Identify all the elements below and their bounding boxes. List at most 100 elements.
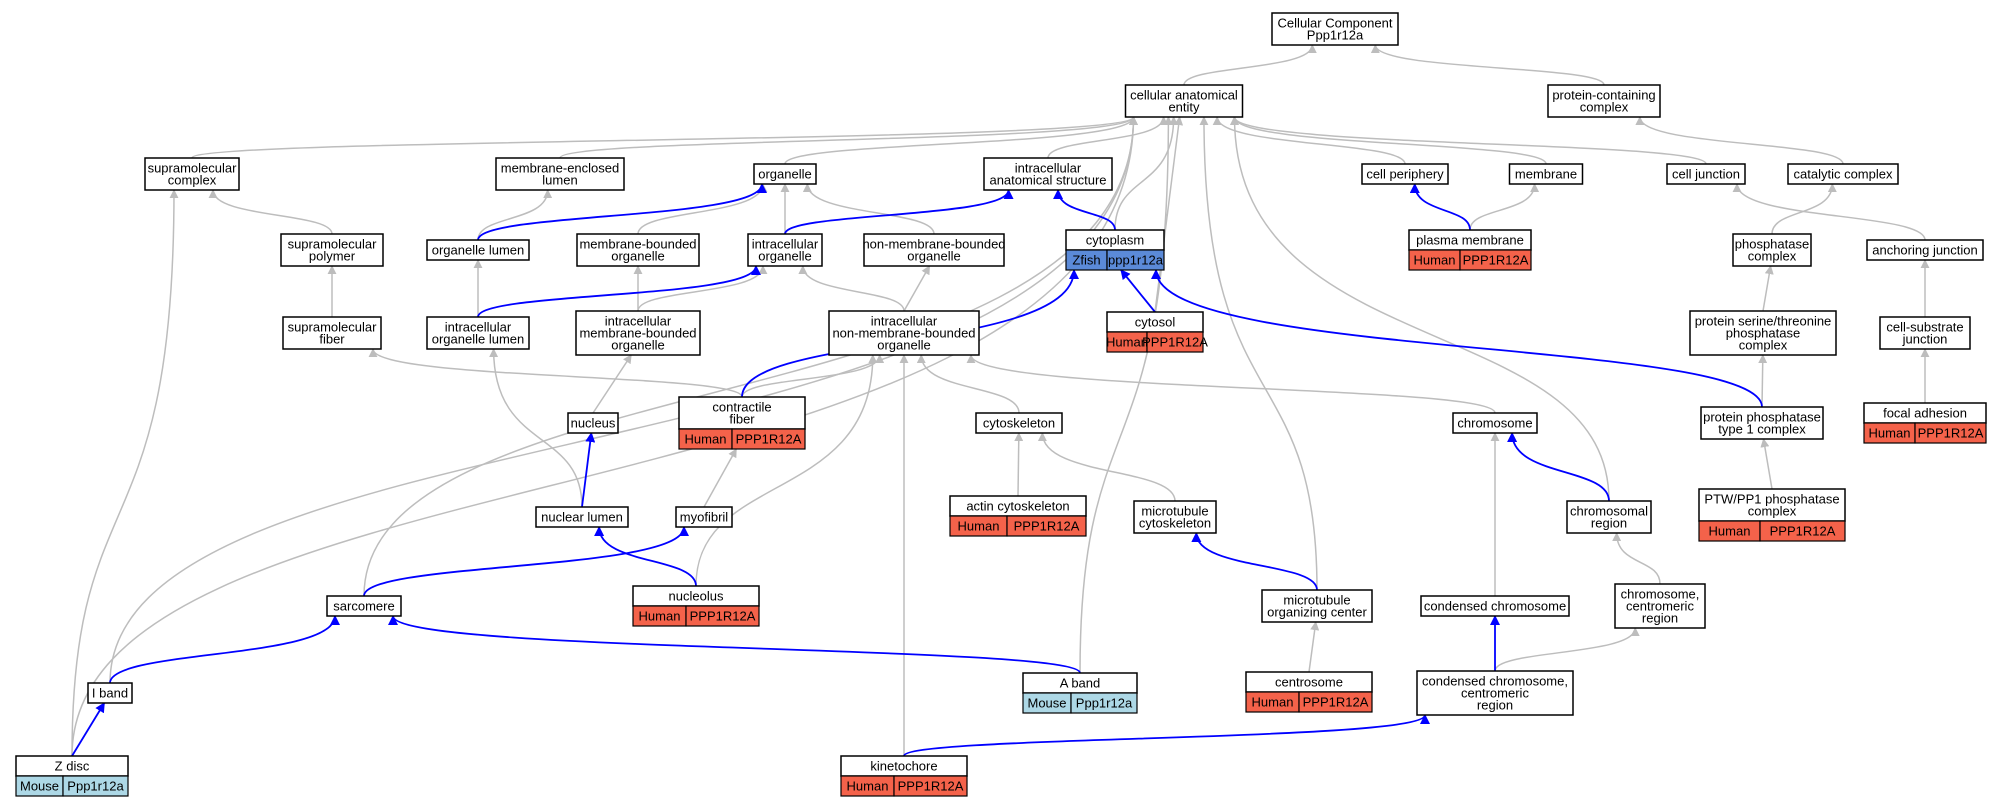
node-inmbo[interactable]: intracellularnon-membrane-boundedorganel… xyxy=(828,310,980,356)
node-celljunction[interactable]: cell junction xyxy=(1666,163,1746,185)
is-a-edge-cellperiph-to-cae xyxy=(1212,116,1406,165)
node-box xyxy=(983,157,1113,191)
node-label: A band xyxy=(1060,676,1101,691)
annotation-species: Mouse xyxy=(20,779,59,794)
node-box xyxy=(1866,239,1984,261)
is-a-edge-mbo-to-organelle xyxy=(637,183,768,235)
node-chromosome[interactable]: chromosome xyxy=(1452,412,1538,434)
node-label: lumen xyxy=(542,173,577,188)
node-label: region xyxy=(1591,516,1627,531)
node-label: non-membrane-bounded xyxy=(832,326,975,341)
is-a-edge-chromregion-to-cae xyxy=(1230,116,1610,502)
node-nuclumen[interactable]: nuclear lumen xyxy=(535,506,629,528)
node-nucleus[interactable]: nucleus xyxy=(567,412,619,434)
node-condchrom[interactable]: condensed chromosome xyxy=(1420,595,1570,617)
node-box xyxy=(495,157,625,191)
node-label: region xyxy=(1477,698,1513,713)
is-a-edge-aband-to-cae xyxy=(1079,116,1173,674)
node-box xyxy=(280,233,384,267)
node-label: plasma membrane xyxy=(1416,233,1524,248)
node-cellperiph[interactable]: cell periphery xyxy=(1361,163,1449,185)
node-pstpc[interactable]: protein serine/threoninephosphatasecompl… xyxy=(1689,310,1837,356)
is-a-edge-suppolymer-to-supcomplex xyxy=(208,189,333,235)
node-label: supramolecular xyxy=(288,237,378,252)
annotation-gene-cell xyxy=(62,775,129,797)
is-a-edge-pcc-to-cc_root xyxy=(1370,44,1605,86)
node-sarcomere[interactable]: sarcomere xyxy=(326,595,402,617)
part-of-edge-sarcomere-to-myofibril xyxy=(363,526,689,597)
node-label: polymer xyxy=(309,249,356,264)
node-label: microtubule xyxy=(1141,504,1208,519)
annotation-gene: Ppp1r12a xyxy=(1076,696,1133,711)
node-box xyxy=(1452,412,1538,434)
part-of-edge-mtoc-to-mtcyto xyxy=(1191,532,1318,591)
annotation-gene-cell xyxy=(1070,692,1138,714)
node-orglumen[interactable]: organelle lumen xyxy=(426,239,530,261)
node-anchjunction[interactable]: anchoring junction xyxy=(1866,239,1984,261)
node-catcomplex[interactable]: catalytic complex xyxy=(1787,163,1899,185)
is-a-edge-myofibril-to-contractile xyxy=(703,448,737,508)
node-label: chromosome xyxy=(1457,416,1532,431)
node-myofibril[interactable]: myofibril xyxy=(675,506,733,528)
is-a-edge-inmbo-to-intraorg xyxy=(798,265,905,312)
node-box xyxy=(144,157,240,191)
node-label: organelle xyxy=(758,167,812,182)
annotation-gene-cell xyxy=(1298,691,1373,713)
annotation-gene-cell xyxy=(731,428,806,450)
is-a-edge-actincyto-to-cytoskeleton xyxy=(1014,432,1024,497)
node-box xyxy=(1133,500,1217,534)
is-a-edge-nmbo-to-organelle xyxy=(802,183,935,235)
node-cytoskeleton[interactable]: cytoskeleton xyxy=(975,412,1063,434)
part-of-edge-orglumen-to-organelle xyxy=(477,183,767,241)
node-iband[interactable]: I band xyxy=(87,682,133,704)
node-label: anchoring junction xyxy=(1872,243,1978,258)
node-label: organelle xyxy=(758,249,812,264)
is-a-edge-ias-to-cae xyxy=(1047,116,1169,159)
annotation-gene: PPP1R12A xyxy=(736,432,802,447)
node-membrane[interactable]: membrane xyxy=(1508,163,1584,185)
node-label: membrane-bounded xyxy=(579,326,696,341)
is-a-edge-pp1complex-to-pstpc xyxy=(1758,354,1768,408)
node-box xyxy=(426,239,530,261)
node-label: organelle xyxy=(611,338,665,353)
node-label: nucleus xyxy=(571,416,616,431)
node-box xyxy=(535,506,629,528)
part-of-edge-aband-to-sarcomere xyxy=(388,615,1081,674)
is-a-edge-cytoplasm-to-cae xyxy=(1114,116,1179,231)
node-organelle[interactable]: organelle xyxy=(753,163,817,185)
part-of-edge-intraorg-to-ias xyxy=(784,189,1014,235)
